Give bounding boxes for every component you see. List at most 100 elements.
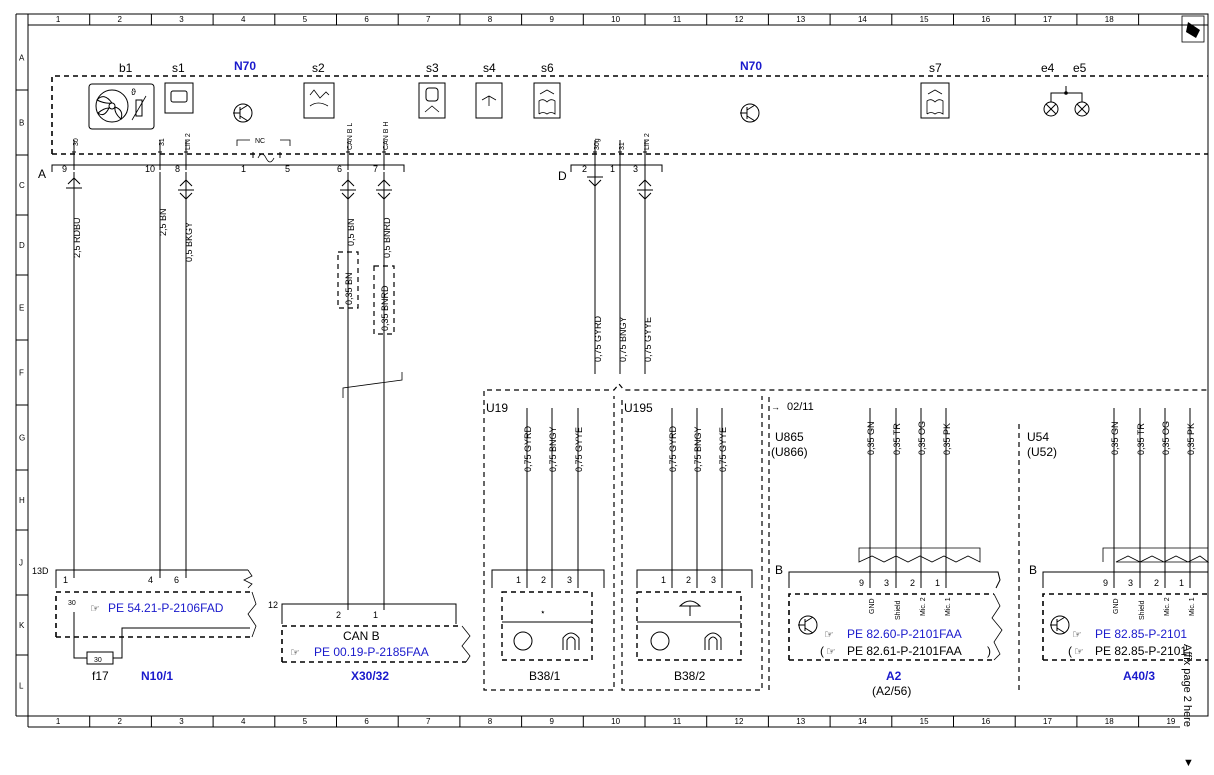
u195-pin3: 3 — [711, 575, 716, 585]
grid-row-label: D — [19, 241, 25, 250]
component-symbols: ϑ — [88, 82, 1090, 130]
x30-32-title: CAN B — [343, 629, 380, 643]
pin-d2: 2 — [582, 164, 587, 174]
u865-wire-pk: 0,35 PK — [942, 423, 952, 455]
label-b1: b1 — [119, 61, 133, 75]
pin-a10: 10 — [145, 164, 155, 174]
u54-wire-pk: 0,35 PK — [1186, 423, 1196, 455]
u19-label: U19 — [486, 401, 508, 415]
switch-s4-icon — [475, 82, 503, 119]
grid-column-label: 16 — [981, 15, 990, 24]
module-n10-1: 13D 1 4 6 30 ☞ PE 54.21-P-2106FAD 30 f17… — [32, 566, 257, 683]
u865-wire-tr: 0,35 TR — [892, 423, 902, 455]
label-s3: s3 — [426, 61, 439, 75]
page-turn-arrow-icon: ▼ — [1183, 757, 1194, 769]
affix-note: Affix page 2 here ▼ — [1181, 15, 1205, 769]
fan-motor-icon: ϑ — [88, 83, 155, 130]
arrow-right-icon: → — [771, 402, 780, 412]
pointing-hand-icon-a40-3: ☞ — [1072, 629, 1082, 641]
pin-a1: 1 — [241, 164, 246, 174]
umbrella-icon — [678, 600, 702, 616]
u865-pin1: 1 — [935, 578, 940, 588]
grid-row-label: H — [19, 496, 25, 505]
transistor-icon — [798, 615, 818, 635]
u54-wire-tr: 0,35 TR — [1136, 423, 1146, 455]
tunnel-icon — [704, 632, 722, 650]
u195-pin2: 2 — [686, 575, 691, 585]
transistor-icon — [1050, 615, 1070, 635]
module-u865: → 02/11 U865 (U866) 0,35 GN 0,35 TR 0,35… — [768, 396, 1020, 698]
grid-column-label: 6 — [364, 717, 369, 726]
grid-row-label: E — [19, 304, 24, 313]
grid-column-label: 13 — [796, 717, 805, 726]
svg-text:ϑ: ϑ — [131, 87, 136, 97]
n70-enclosure — [51, 75, 1208, 154]
wires-left: 2,5 RDBU 2,5 BN 0,5 BKGY 0,5 BN 0,35 BN … — [66, 172, 403, 610]
switch-s2-icon — [303, 82, 335, 119]
light-sensor-icon — [513, 631, 533, 651]
wire-rdbu: 2,5 RDBU — [72, 217, 82, 258]
grid-column-label: 8 — [488, 15, 493, 24]
grid-column-label: 10 — [611, 15, 620, 24]
grid-column-label: 18 — [1105, 717, 1114, 726]
pointing-hand-icon-a2-b: ☞ — [826, 646, 836, 658]
grid-row-label: F — [19, 369, 24, 378]
u54-pin1: 1 — [1179, 578, 1184, 588]
pointing-hand-icon-a40-3-b: ☞ — [1074, 646, 1084, 658]
tunnel-icon — [562, 632, 580, 650]
label-s2: s2 — [312, 61, 325, 75]
grid-column-label: 1 — [56, 717, 61, 726]
wire-can-bn: 0,5 BN — [346, 218, 356, 246]
u54-pin-shield: Shield — [1139, 600, 1146, 620]
label-s6: s6 — [541, 61, 554, 75]
pin-a7: 7 — [373, 164, 378, 174]
wire-bn: 2,5 BN — [158, 208, 168, 236]
u54-pin-gnd: GND — [1113, 598, 1120, 614]
grid-column-label: 1 — [56, 15, 61, 24]
u19-pin3: 3 — [567, 575, 572, 585]
u865-name2: (A2/56) — [872, 684, 911, 698]
u865-page-ref: 02/11 — [787, 401, 814, 413]
u195-name: B38/2 — [674, 669, 706, 683]
pin-a9: 9 — [62, 164, 67, 174]
u54-name: A40/3 — [1123, 669, 1155, 683]
rain-sensor-icon: ⋆ — [540, 607, 546, 617]
u54-label: U54 — [1027, 430, 1049, 444]
u865-name: A2 — [886, 669, 902, 683]
grid-column-label: 11 — [673, 717, 682, 726]
u19-name: B38/1 — [529, 669, 561, 683]
fuse-icon — [86, 651, 114, 665]
u54-pin-mic1: Mic. 1 — [1189, 597, 1196, 616]
grid-column-label: 18 — [1105, 15, 1114, 24]
grid-column-label: 13 — [796, 15, 805, 24]
x30-32-ref: PE 00.19-P-2185FAA — [314, 645, 429, 659]
grid-frame: 1122334455667788991010111112121313141415… — [15, 13, 1209, 728]
lamp-e4-icon — [1043, 101, 1059, 117]
u19-wire-bngy: 0,75 BNGY — [548, 426, 558, 472]
x30-32-pin1: 1 — [373, 610, 378, 620]
u865-pin-shield: Shield — [895, 600, 902, 620]
u19-pin1: 1 — [516, 575, 521, 585]
u865-label2: (U866) — [771, 445, 808, 459]
control-unit-icon — [233, 103, 253, 123]
pin-d3-name: LIN 2 — [644, 133, 651, 150]
wire-can-bn-035: 0,35 BN — [344, 272, 354, 305]
u54-wire-gn: 0,35 GN — [1110, 421, 1120, 455]
grid-column-label: 7 — [426, 15, 431, 24]
light-sensor-icon — [650, 631, 670, 651]
pin-a9-name: 30 — [73, 138, 80, 146]
svg-text:(: ( — [820, 644, 824, 658]
grid-column-label: 4 — [241, 717, 246, 726]
u54-pin9: 9 — [1103, 578, 1108, 588]
u865-pin-mic1: Mic. 1 — [945, 597, 952, 616]
u54-conn: B — [1029, 563, 1037, 577]
reading-lamp-s6-icon — [533, 82, 561, 119]
wire-can-bnrd: 0,5 BNRD — [382, 217, 392, 258]
u19-wire-gyye: 0,75 GYYE — [574, 427, 584, 472]
grid-column-label: 17 — [1043, 15, 1052, 24]
reading-lamp-s7-icon — [920, 82, 950, 119]
grid-column-label: 14 — [858, 15, 867, 24]
grid-row-label: L — [19, 682, 24, 691]
module-u195: U195 0,75 GYRD 0,75 BNGY 0,75 GYYE 1 2 3… — [621, 396, 763, 691]
u865-ref1: PE 82.60-P-2101FAA — [847, 627, 962, 641]
